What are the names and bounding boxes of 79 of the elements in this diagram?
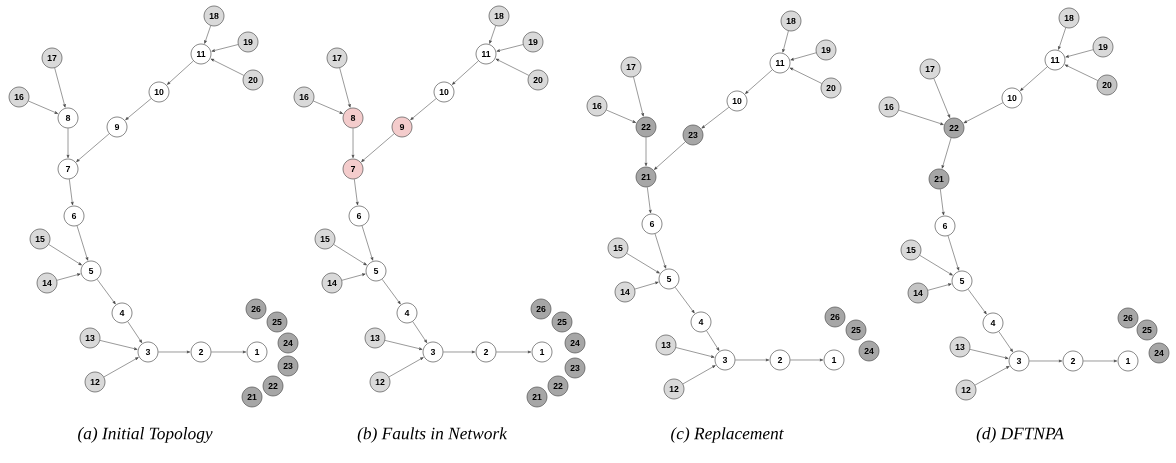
arrow [626,253,660,274]
arrow [127,321,143,343]
arrow [634,281,659,290]
arrow [647,186,652,214]
arrow [706,330,720,351]
arrow [1029,359,1063,363]
arrow [76,133,110,162]
arrow [341,273,366,281]
panel-caption: (c) Replacement [671,427,784,443]
arrow [633,76,644,117]
arrow [384,340,423,350]
arrow [204,25,211,44]
arrow [745,69,773,94]
arrow [99,340,138,350]
arrow [210,58,245,76]
arrow [898,109,944,125]
arrow [443,350,476,354]
arrow [782,30,789,53]
arrow [1065,49,1094,58]
arrow [361,133,395,162]
arrow [919,255,953,276]
arrow [211,350,247,354]
arrow [76,225,89,261]
arrow [489,25,496,44]
arrow [410,98,437,121]
panel-caption: (d) DFTNPA [976,427,1064,443]
arrow [125,98,152,121]
arrow [675,347,715,358]
arrow [963,102,1004,124]
arrow [96,279,116,305]
arrow [1058,27,1066,50]
arrow [496,350,532,354]
panel-caption: (a) Initial Topology [78,427,213,443]
arrow [644,137,648,167]
arrow [790,52,817,61]
arrow [933,78,951,118]
arrow [158,350,191,354]
arrow [701,107,730,129]
arrow [211,44,239,52]
arrow [167,60,194,85]
arrow [496,44,524,52]
arrow [103,357,139,378]
arrow [682,365,716,385]
arrow [388,357,424,378]
arrow [28,100,59,114]
panel-caption: (b) Faults in Network [357,427,508,443]
arrow [654,233,667,269]
arrow [1064,64,1098,81]
arrow [354,178,359,206]
arrow [974,366,1010,386]
arrow [940,188,945,216]
arrow [654,141,686,170]
arrow [313,100,344,114]
arrow [361,225,374,261]
arrow [66,128,70,159]
arrow [1083,359,1118,363]
arrow [967,289,987,315]
arrow [927,283,952,291]
arrow [381,279,401,305]
arrow [495,58,530,76]
arrow [947,235,960,271]
arrow [69,178,74,206]
arrow [674,287,695,314]
arrow [606,109,637,123]
arrow [339,67,351,108]
arrow [790,358,824,362]
arrow [56,273,81,281]
arrow [998,331,1013,353]
arrow [1020,66,1048,91]
arrow [412,321,428,343]
arrow [48,244,82,266]
arrow [351,128,355,159]
arrow [735,358,770,362]
arrow [789,67,822,84]
arrow [54,67,66,108]
arrow [941,137,952,169]
arrow [333,244,367,266]
arrow [452,60,479,85]
arrow [969,349,1009,360]
